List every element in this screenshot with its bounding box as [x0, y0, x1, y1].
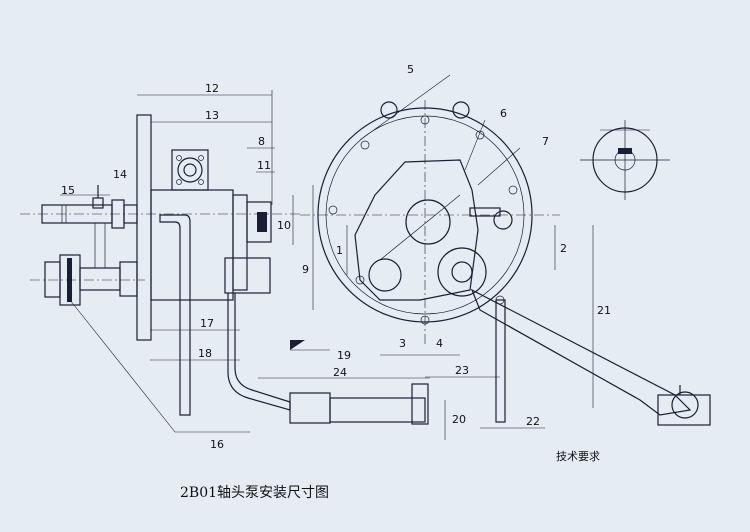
dimension-lines: [60, 74, 594, 440]
callout-18: 18: [198, 347, 212, 360]
callout-17: 17: [200, 317, 214, 330]
callout-5: 5: [407, 63, 414, 76]
callout-6: 6: [500, 107, 507, 120]
callout-21: 21: [597, 304, 611, 317]
callout-labels: 12 13 8 11 10 9 14 15 16 17 18 19 24 1 3…: [61, 63, 611, 451]
front-view: [317, 101, 711, 426]
callout-1: 1: [336, 244, 343, 257]
callout-19: 19: [337, 349, 351, 362]
detail-view: [580, 120, 670, 200]
callout-24: 24: [333, 366, 347, 379]
callout-16: 16: [210, 438, 224, 451]
callout-11: 11: [257, 159, 271, 172]
callout-7: 7: [542, 135, 549, 148]
callout-8: 8: [258, 135, 265, 148]
callout-14: 14: [113, 168, 127, 181]
callout-4: 4: [436, 337, 443, 350]
callout-20: 20: [452, 413, 466, 426]
callout-3: 3: [399, 337, 406, 350]
callout-13: 13: [205, 109, 219, 122]
callout-23: 23: [455, 364, 469, 377]
center-lines: [20, 100, 560, 345]
technical-requirements-note: 技术要求: [556, 450, 600, 463]
callout-2: 2: [560, 242, 567, 255]
callout-10: 10: [277, 219, 291, 232]
callout-22: 22: [526, 415, 540, 428]
callout-12: 12: [205, 82, 219, 95]
callout-15: 15: [61, 184, 75, 197]
drawing-title: 2B01轴头泵安装尺寸图: [180, 485, 329, 501]
callout-9: 9: [302, 263, 309, 276]
